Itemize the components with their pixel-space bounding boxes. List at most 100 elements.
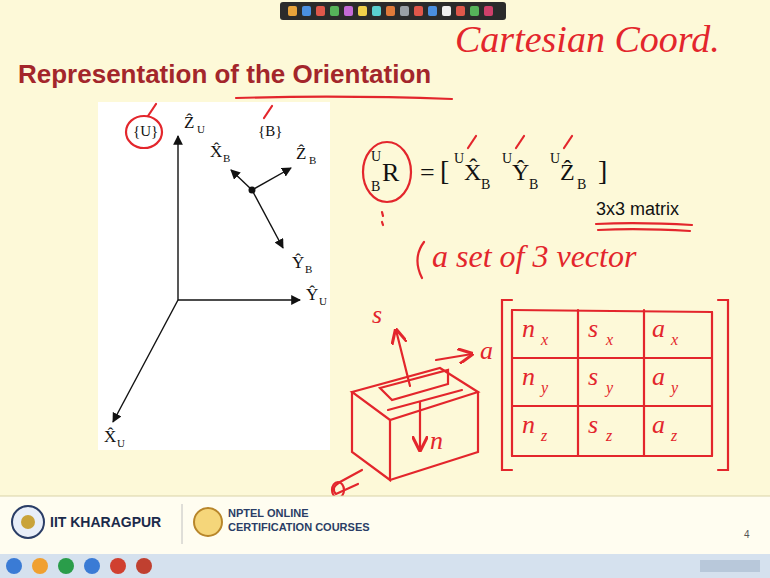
axis-label: Ŷ xyxy=(306,286,318,303)
tool-icon xyxy=(316,6,325,16)
slide-title: Representation of the Orientation xyxy=(18,60,431,89)
institute-name: IIT KHARAGPUR xyxy=(50,515,161,529)
matrix-cell: n xyxy=(522,412,535,438)
tick xyxy=(516,136,524,148)
tool-icon xyxy=(456,6,465,16)
equals-sign: = xyxy=(420,160,435,186)
matrix-size: 3x3 matrix xyxy=(596,200,679,218)
unit-vector: Ŷ xyxy=(512,160,529,184)
cell-subscript: z xyxy=(671,428,677,444)
n-arrow xyxy=(419,402,421,450)
tool-icon xyxy=(386,6,395,16)
circle-u xyxy=(126,116,162,148)
iit-logo-core xyxy=(21,515,35,529)
handwritten-note: a set of 3 vector xyxy=(432,240,636,272)
course-name: NPTEL ONLINE xyxy=(228,508,308,519)
axis-label: Ẑ xyxy=(296,145,306,162)
taskbar-icon xyxy=(58,558,74,574)
axis-label: X̂ xyxy=(210,143,222,160)
matrix-cell: s xyxy=(588,364,598,390)
subscript: B xyxy=(481,178,490,192)
taskbar-icon xyxy=(136,558,152,574)
frame-origin xyxy=(249,187,256,194)
vector-label: n xyxy=(430,428,443,454)
unit-vector: X̂ xyxy=(464,160,481,184)
paren xyxy=(417,242,424,278)
taskbar xyxy=(0,554,770,578)
axis-subscript: U xyxy=(319,296,327,307)
taskbar-icons xyxy=(6,558,760,574)
course-name: CERTIFICATION COURSES xyxy=(228,522,370,533)
axis-subscript: B xyxy=(223,153,230,164)
bracket: [ xyxy=(440,157,449,185)
figure-panel xyxy=(98,102,330,450)
bracket: ] xyxy=(598,157,607,185)
s-arrow xyxy=(396,330,410,386)
tick xyxy=(468,136,476,148)
tool-icon xyxy=(288,6,297,16)
frame-u xyxy=(113,136,300,422)
unit-vector: Ẑ xyxy=(560,160,575,184)
gripper-top xyxy=(352,368,478,420)
tool-icon xyxy=(344,6,353,16)
matrix-cell: n xyxy=(522,364,535,390)
frame-u xyxy=(113,300,178,422)
footer-rule xyxy=(0,496,770,497)
gripper-front xyxy=(352,392,390,480)
nptel-logo xyxy=(194,508,222,536)
tool-icon xyxy=(302,6,311,16)
handwritten-note: Cartesian Coord. xyxy=(455,20,720,58)
matrix-underline xyxy=(596,223,692,231)
vector-label: a xyxy=(480,338,493,364)
axis-subscript: B xyxy=(305,264,312,275)
superscript: U xyxy=(550,152,560,166)
cell-subscript: y xyxy=(541,380,548,396)
annotations xyxy=(126,97,728,498)
subscript: B xyxy=(371,180,380,194)
slide-number: 4 xyxy=(744,530,750,540)
dots xyxy=(382,212,383,225)
matrix-cell: a xyxy=(652,364,665,390)
superscript: U xyxy=(454,152,464,166)
axis-subscript: U xyxy=(117,438,125,449)
taskbar-clock xyxy=(700,560,760,572)
cell-subscript: x xyxy=(671,332,678,348)
taskbar-icon xyxy=(110,558,126,574)
frame-name: {B} xyxy=(258,124,282,139)
taskbar-icon xyxy=(32,558,48,574)
bracket xyxy=(718,300,728,470)
matrix-cell: a xyxy=(652,316,665,342)
toolbar-icons xyxy=(288,6,493,16)
tick xyxy=(148,104,156,116)
cell-subscript: y xyxy=(671,380,678,396)
subscript: B xyxy=(577,178,586,192)
axis-label: Ŷ xyxy=(292,254,304,271)
superscript: U xyxy=(502,152,512,166)
tool-icon xyxy=(372,6,381,16)
matrix-cell: s xyxy=(588,316,598,342)
frame-name: {U} xyxy=(133,124,158,139)
matrix-cell: n xyxy=(522,316,535,342)
toolbar xyxy=(280,2,506,20)
tool-icon xyxy=(442,6,451,16)
cell-subscript: z xyxy=(606,428,612,444)
vector-label: s xyxy=(372,302,382,328)
frame-b xyxy=(231,170,252,190)
frame-u xyxy=(177,136,178,300)
superscript: U xyxy=(371,150,381,164)
a-arrow xyxy=(436,354,472,360)
bracket xyxy=(502,300,512,470)
tool-icon xyxy=(400,6,409,16)
cell-subscript: x xyxy=(606,332,613,348)
cell-subscript: y xyxy=(606,380,613,396)
title-underline xyxy=(236,97,452,99)
grid-rows xyxy=(512,310,712,456)
axis-label: Ẑ xyxy=(184,114,194,131)
jaw-line xyxy=(388,390,462,410)
iit-logo xyxy=(12,506,44,538)
tool-icon xyxy=(470,6,479,16)
matrix-cell: s xyxy=(588,412,598,438)
tool-icon xyxy=(428,6,437,16)
subscript: B xyxy=(529,178,538,192)
tool-icon xyxy=(414,6,423,16)
